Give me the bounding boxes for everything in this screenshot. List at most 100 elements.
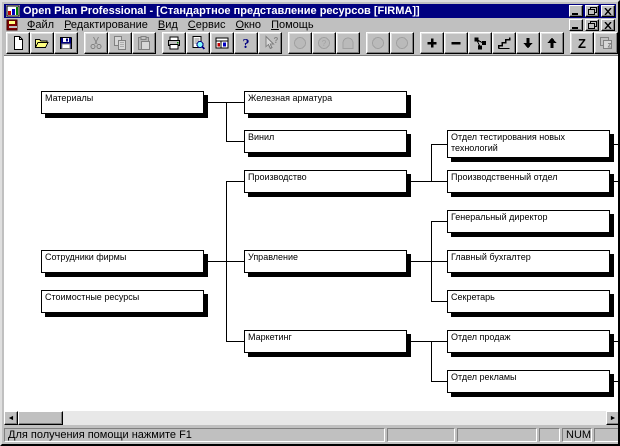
connector-line [226, 181, 244, 182]
resource-box-11[interactable]: Секретарь [447, 290, 610, 313]
menu-item-1[interactable]: Редактирование [64, 18, 148, 31]
connector-line [431, 144, 432, 182]
print-button[interactable] [162, 32, 186, 54]
resource-box-0[interactable]: Материалы [41, 91, 204, 114]
resource-box-5[interactable]: Производственный отдел [447, 170, 610, 193]
collapse-minus-icon [448, 35, 464, 51]
steps-button[interactable] [492, 32, 516, 54]
toolbar-group [420, 32, 564, 54]
status-panel [594, 428, 618, 442]
connector-line [226, 102, 227, 142]
status-panel [539, 428, 560, 442]
mdi-minimize-button[interactable] [569, 19, 583, 31]
horizontal-scrollbar[interactable]: ◄ ► [4, 411, 618, 425]
mdi-window-controls [569, 19, 615, 31]
node-circle-question-button: ? [312, 32, 336, 54]
menu-item-2[interactable]: Вид [157, 18, 178, 31]
copy-icon [112, 35, 128, 51]
mdi-close-button[interactable] [601, 19, 615, 31]
connector-line [614, 341, 618, 342]
document-icon[interactable] [6, 19, 20, 31]
copy-button [108, 32, 132, 54]
menu-bar: Файл Редактирование Вид Сервис Окно Помощь [4, 18, 616, 32]
resource-box-4[interactable]: Производство [244, 170, 407, 193]
arrow-up-icon [544, 35, 560, 51]
close-button[interactable] [601, 5, 615, 17]
open-folder-button[interactable] [30, 32, 54, 54]
resource-box-6[interactable]: Генеральный директор [447, 210, 610, 233]
connector-line [208, 261, 226, 262]
node-arch-icon [340, 35, 356, 51]
node-circle-3-icon [394, 35, 410, 51]
toolbar-group: ?? [162, 32, 282, 54]
z-order-icon: Z [574, 35, 590, 51]
resource-box-14[interactable]: Отдел рекламы [447, 370, 610, 393]
connector-line [431, 144, 447, 145]
connector-line [431, 221, 447, 222]
print-icon [166, 35, 182, 51]
resource-box-9[interactable]: Главный бухгалтер [447, 250, 610, 273]
context-help-icon: ? [262, 35, 278, 51]
new-document-button[interactable] [6, 32, 30, 54]
connector-line [614, 181, 618, 182]
toolbar-group [6, 32, 78, 54]
status-bar: Для получения помощи нажмите F1 NUM [4, 427, 618, 443]
svg-text:Z: Z [578, 36, 586, 51]
status-message: Для получения помощи нажмите F1 [4, 428, 385, 442]
toolbar-group: ? [288, 32, 360, 54]
mdi-restore-button[interactable] [585, 19, 599, 31]
connector-line [431, 341, 447, 342]
arrow-down-icon [520, 35, 536, 51]
window-title: Open Plan Professional - [Стандартное пр… [23, 5, 420, 17]
print-preview-icon [190, 35, 206, 51]
zz-layers-icon: z [598, 35, 614, 51]
menu-item-3[interactable]: Сервис [187, 18, 226, 31]
print-preview-button[interactable] [186, 32, 210, 54]
scroll-left-button[interactable]: ◄ [4, 411, 18, 425]
collapse-minus-button[interactable] [444, 32, 468, 54]
status-panel [457, 428, 537, 442]
arrow-up-button[interactable] [540, 32, 564, 54]
node-circle-icon [292, 35, 308, 51]
save-file-button[interactable] [54, 32, 78, 54]
menu-item-0[interactable]: Файл [27, 18, 55, 31]
node-circle-button [288, 32, 312, 54]
node-circle-3-button [390, 32, 414, 54]
connector-line [614, 381, 618, 382]
menu-item-4[interactable]: Окно [235, 18, 262, 31]
minimize-button[interactable] [569, 5, 583, 17]
link-nodes-button[interactable] [468, 32, 492, 54]
help-button[interactable]: ? [234, 32, 258, 54]
resource-box-13[interactable]: Отдел продаж [447, 330, 610, 353]
status-panel [387, 428, 455, 442]
expand-plus-button[interactable] [420, 32, 444, 54]
open-folder-icon [34, 35, 50, 51]
table-view-icon [214, 35, 230, 51]
scrollbar-thumb[interactable] [18, 411, 63, 425]
toolbar-group [366, 32, 414, 54]
resource-box-2[interactable]: Винил [244, 130, 407, 153]
scroll-right-button[interactable]: ► [606, 411, 618, 425]
z-order-button[interactable]: Z [570, 32, 594, 54]
menu-item-5[interactable]: Помощь [271, 18, 314, 31]
node-circle-2-button [366, 32, 390, 54]
arrow-down-button[interactable] [516, 32, 540, 54]
node-circle-question-icon: ? [316, 35, 332, 51]
connector-line [226, 141, 244, 142]
resource-box-3[interactable]: Отдел тестирования новых технологий [447, 130, 610, 158]
resource-box-10[interactable]: Стоимостные ресурсы [41, 290, 204, 313]
cut-icon [88, 35, 104, 51]
connector-line [226, 261, 244, 262]
connector-line [226, 341, 244, 342]
restore-button[interactable] [585, 5, 599, 17]
table-view-button[interactable] [210, 32, 234, 54]
resource-box-7[interactable]: Сотрудники фирмы [41, 250, 204, 273]
context-help-button: ? [258, 32, 282, 54]
resource-box-1[interactable]: Железная арматура [244, 91, 407, 114]
resource-box-12[interactable]: Маркетинг [244, 330, 407, 353]
svg-text:z: z [608, 41, 612, 50]
resource-box-8[interactable]: Управление [244, 250, 407, 273]
